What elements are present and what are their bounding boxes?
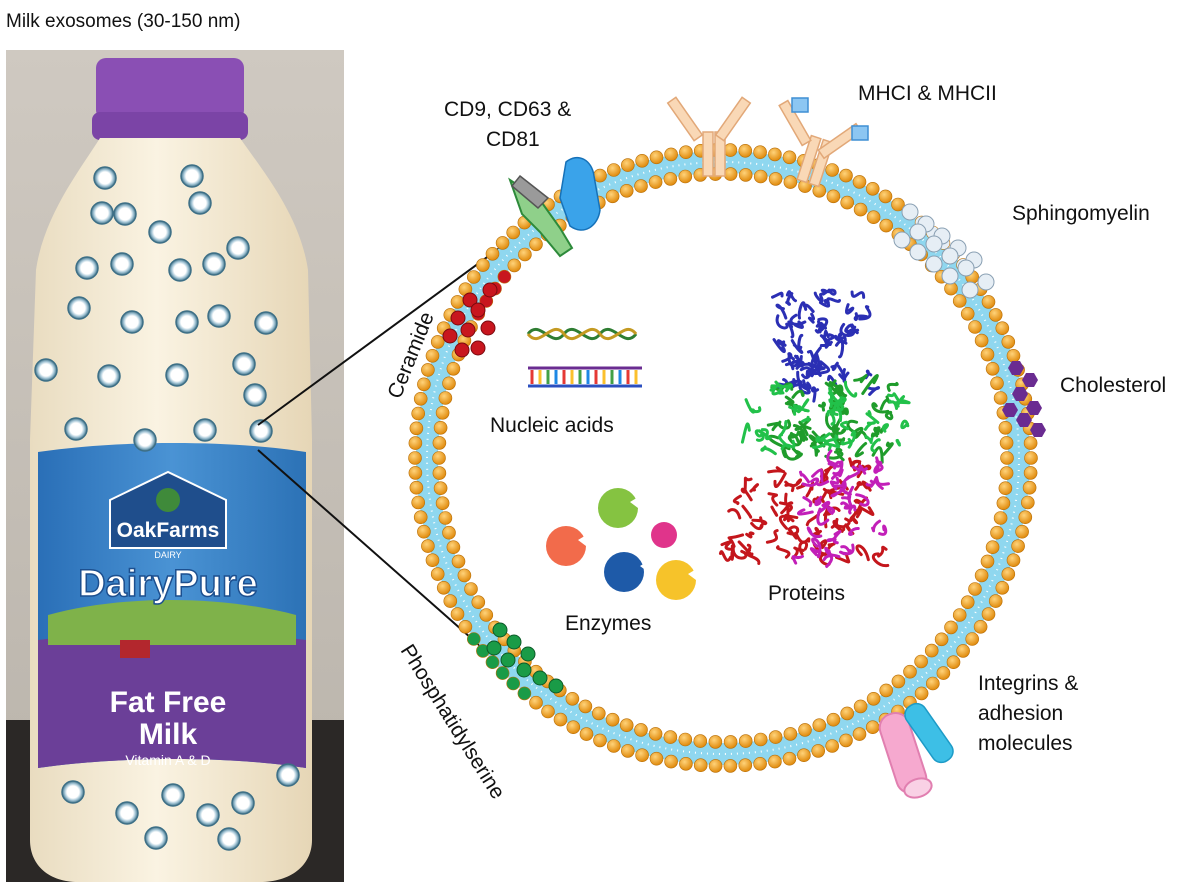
exosome-icon — [111, 253, 133, 275]
tree-icon — [156, 488, 180, 512]
brand-sub: DAIRY — [154, 550, 181, 560]
exosome-icon — [35, 359, 57, 381]
label-cd-line1: CD9, CD63 & — [444, 98, 571, 121]
product-line2: Milk — [139, 718, 198, 751]
exosome-icon — [145, 827, 167, 849]
exosome-icon — [98, 365, 120, 387]
product-line1: Fat Free — [110, 686, 227, 719]
exosome-icon — [91, 202, 113, 224]
exosome-icon — [194, 419, 216, 441]
exosome-icon — [134, 429, 156, 451]
label-cd-line2: CD81 — [486, 128, 540, 151]
label-proteins: Proteins — [768, 582, 845, 605]
exosome-icon — [68, 297, 90, 319]
label-enzymes: Enzymes — [565, 612, 651, 635]
exosome-icon — [203, 253, 225, 275]
protein-structure-icon — [720, 290, 909, 566]
exosome-icon — [277, 764, 299, 786]
label-integrins-line3: molecules — [978, 732, 1073, 755]
label-nucleic-acids: Nucleic acids — [490, 414, 614, 437]
dna-icon — [528, 329, 642, 386]
exosome-icon — [169, 259, 191, 281]
exosome-icon — [197, 804, 219, 826]
exosome-icon — [62, 781, 84, 803]
exosome-icon — [94, 167, 116, 189]
exosome-icon — [233, 353, 255, 375]
exosome-icon — [76, 257, 98, 279]
exosome-cross-section — [409, 144, 1047, 773]
exosome-icon — [255, 312, 277, 334]
exosome-icon — [116, 802, 138, 824]
bottle-cap — [96, 58, 244, 120]
exosome-icon — [244, 384, 266, 406]
label-integrins-line1: Integrins & — [978, 672, 1078, 695]
label-integrins-line2: adhesion — [978, 702, 1063, 725]
exosome-icon — [232, 792, 254, 814]
bottle-cap-ring — [92, 112, 248, 140]
exosome-icon — [189, 192, 211, 214]
enzyme-icon — [546, 488, 702, 600]
exosome-icon — [149, 221, 171, 243]
exosome-icon — [65, 418, 87, 440]
exosome-icon — [218, 828, 240, 850]
exosome-icon — [181, 165, 203, 187]
milk-bottle-photo: OakFarms DAIRY DairyPure Fat Free Milk V… — [6, 50, 344, 882]
brand-top: OakFarms — [117, 519, 220, 542]
integrin-icon — [876, 700, 957, 801]
product-line3: Vitamin A & D — [125, 752, 210, 768]
label-sphingomyelin: Sphingomyelin — [1012, 202, 1150, 225]
exosome-icon — [176, 311, 198, 333]
brand-main: DairyPure — [78, 563, 258, 605]
exosome-icon — [166, 364, 188, 386]
figure-title: Milk exosomes (30-150 nm) — [6, 11, 240, 32]
exosome-icon — [227, 237, 249, 259]
exosome-icon — [114, 203, 136, 225]
label-cholesterol: Cholesterol — [1060, 374, 1166, 397]
barn-icon — [120, 640, 150, 658]
exosome-icon — [208, 305, 230, 327]
label-mhc: MHCI & MHCII — [858, 82, 997, 105]
exosome-icon — [162, 784, 184, 806]
exosome-icon — [121, 311, 143, 333]
